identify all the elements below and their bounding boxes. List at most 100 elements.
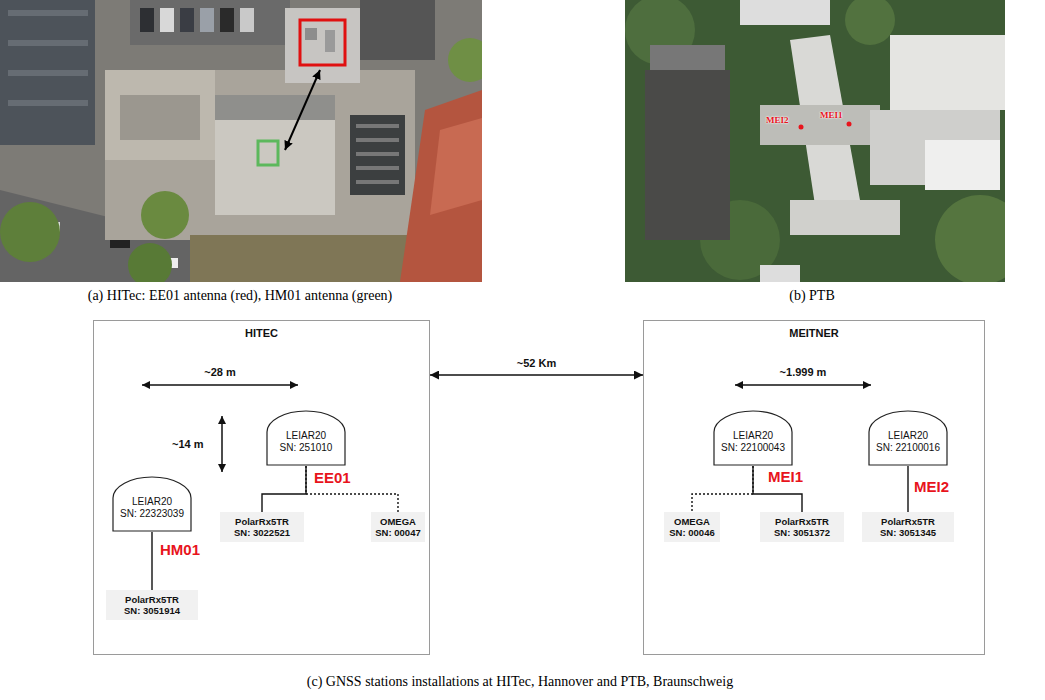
hitec-photo-part [140,8,154,32]
hitec-photo-part [215,95,335,120]
connector-line [692,466,753,512]
subfigure-caption: (a) HITec: EE01 antenna (red), HM01 ante… [88,288,393,304]
distance-label: ~28 m [204,366,236,379]
station-name: MEI2 [914,478,949,495]
receiver-box: PolarRx5TRSN: 3051914 [106,590,198,620]
hitec-photo-part [130,0,290,45]
antenna-dome: LEIAR20SN: 22100043 [713,410,793,466]
antenna-label: LEIAR20 [286,430,326,442]
hitec-photo-part [240,8,254,32]
station-marker: MEI2 [766,115,789,126]
receiver-label: PolarRx5TR [881,516,935,527]
hitec-photo-part [120,95,200,140]
receiver-label: OMEGA [380,516,416,527]
ptb-photo-part [645,70,730,240]
hitec-photo-part [8,40,88,46]
receiver-label: SN: 3051372 [774,527,830,538]
ptb-photo-part [760,105,880,145]
ptb-photo-part [790,200,900,235]
hitec-photo-part [180,8,194,32]
ptb-photo [625,0,1005,282]
connector-line [151,532,152,590]
antenna-label: SN: 22100016 [876,442,940,454]
antenna-label: SN: 22100043 [721,442,785,454]
receiver-box: OMEGASN: 00046 [664,512,720,542]
dimension-arrows-part [735,384,871,386]
station-name: HM01 [160,541,200,558]
hitec-photo-part [448,38,482,82]
antenna-label: LEIAR20 [132,496,172,508]
hitec-photo-part [400,90,482,282]
ptb-photo-part [935,195,1005,282]
receiver-box: PolarRx5TRSN: 3022521 [220,512,304,542]
receiver-label: PolarRx5TR [125,594,179,605]
distance-label: ~1.999 m [780,366,827,379]
hitec-photo-part [356,180,399,184]
antenna-label: LEIAR20 [888,430,928,442]
hitec-photo-part [215,120,335,215]
receiver-label: PolarRx5TR [235,516,289,527]
hitec-photo-part [350,115,405,195]
receiver-label: SN: 3022521 [234,527,290,538]
receiver-label: SN: 3051345 [880,527,936,538]
hitec-photo-part [8,70,88,76]
hitec-photo-part [360,0,435,60]
dome-path [113,477,191,531]
station-name: EE01 [314,469,351,486]
hitec-photo-part [285,8,360,83]
connector-line [430,374,643,376]
hitec-photo-part [200,8,214,32]
receiver-label: SN: 00047 [375,527,420,538]
dome-path [714,411,792,465]
ptb-photo-part [847,122,852,127]
hitec-photo-part [0,0,95,145]
hitec-photo-part [258,141,278,165]
station-name: MEI1 [768,468,803,485]
connector-line [262,466,306,512]
connector-line [306,466,398,512]
antenna-dome: LEIAR20SN: 251010 [266,410,346,466]
ptb-photo-part [890,35,1005,110]
distance-label: ~52 Km [517,357,556,370]
ptb-photo-part [799,125,804,130]
antenna-dome: LEIAR20SN: 22100016 [868,410,948,466]
hitec-photo [0,0,482,282]
hitec-photo-part [160,8,174,32]
figure-caption: (c) GNSS stations installations at HITec… [307,674,733,690]
hitec-photo-part [356,138,399,142]
hitec-photo-part [128,243,172,282]
hitec-photo-part [105,70,415,240]
site-title: MEITNER [789,327,839,339]
hitec-photo-part [430,118,482,215]
ptb-photo-part [925,140,1000,190]
hitec-photo-part [0,202,60,262]
receiver-label: PolarRx5TR [775,516,829,527]
hitec-photo-part [285,70,320,150]
hitec-photo-part [356,166,399,170]
hitec-photo-part [105,70,215,160]
station-marker: MEI1 [820,110,843,121]
hitec-photo-part [190,235,420,282]
receiver-label: SN: 3051914 [124,605,180,616]
distance-label: ~14 m [172,438,204,451]
site-title: HITEC [245,327,278,339]
site-frame: HITECLEIAR20SN: 22323039PolarRx5TRSN: 30… [93,320,430,655]
dimension-arrows-part [221,416,223,472]
hitec-photo-part [8,10,88,16]
receiver-box: PolarRx5TRSN: 3051345 [862,512,954,542]
ptb-photo-part [740,0,830,25]
hitec-photo-part [356,124,399,128]
antenna-label: LEIAR20 [733,430,773,442]
receiver-label: OMEGA [674,516,710,527]
hitec-photo-part [220,8,234,32]
connector-line [907,466,908,512]
ptb-photo-part [845,0,895,45]
subfigure-caption: (b) PTB [789,288,835,304]
dome-path [869,411,947,465]
hitec-photo-part [8,100,88,106]
dome-path [267,411,345,465]
hitec-photo-part [0,0,482,282]
dimension-arrows-part [142,384,298,386]
hitec-photo-part [356,152,399,156]
